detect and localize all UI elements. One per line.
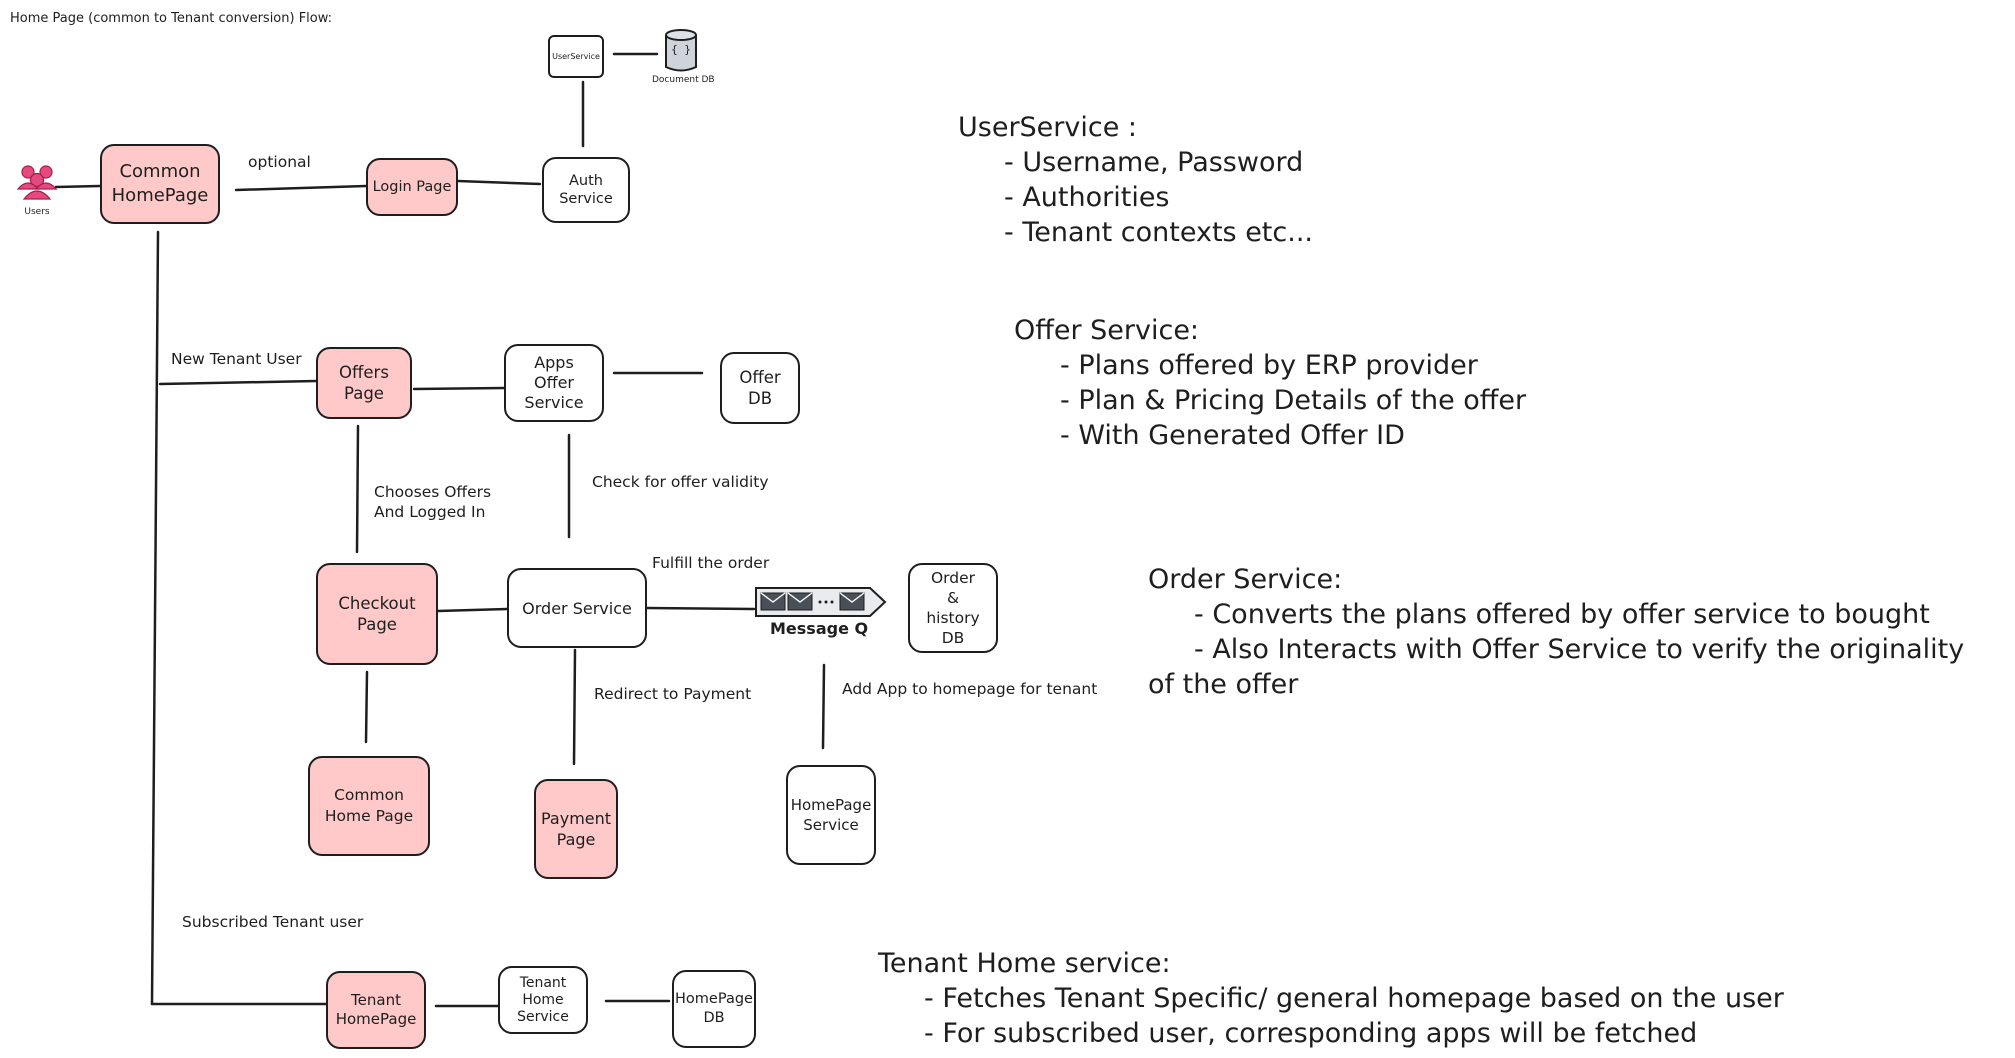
- diagram-title: Home Page (common to Tenant conversion) …: [10, 11, 333, 26]
- note-tenant-home-service-item: - Fetches Tenant Specific/ general homep…: [924, 983, 1784, 1014]
- edge-label-add-app: Add App to homepage for tenant: [842, 680, 1098, 698]
- edge-queue-homepageservice: [821, 663, 826, 750]
- edge-label-check-validity: Check for offer validity: [592, 473, 769, 491]
- note-order-service: Order Service: - Converts the plans offe…: [1148, 562, 1964, 702]
- offer-db-node[interactable]: Offer DB: [720, 352, 800, 424]
- note-user-service-item: - Authorities: [1004, 182, 1170, 213]
- order-history-db-node[interactable]: Order & history DB: [908, 563, 998, 653]
- note-order-service-item: - Also Interacts with Offer Service to v…: [1194, 634, 1965, 665]
- note-user-service: UserService : - Username, Password - Aut…: [958, 110, 1313, 250]
- message-queue-icon: [754, 584, 888, 620]
- checkout-page-node[interactable]: Checkout Page: [316, 563, 438, 665]
- edge-users-homepage: [54, 184, 102, 189]
- edge-label-optional: optional: [248, 153, 311, 171]
- edge-trunk-offers: [158, 379, 318, 386]
- edge-homepage-login: [234, 184, 368, 192]
- note-user-service-item: - Tenant contexts etc...: [1004, 217, 1313, 248]
- note-user-service-item: - Username, Password: [1004, 147, 1304, 178]
- payment-page-node[interactable]: Payment Page: [534, 779, 618, 879]
- edge-order-queue: [645, 606, 756, 611]
- order-service-node[interactable]: Order Service: [507, 568, 647, 648]
- tenant-homepage-node[interactable]: Tenant HomePage: [326, 971, 426, 1049]
- offers-page-node[interactable]: Offers Page: [316, 347, 412, 419]
- note-order-service-continuation: of the offer: [1148, 669, 1299, 700]
- common-homepage-node[interactable]: Common HomePage: [100, 144, 220, 224]
- tenant-home-service-node[interactable]: Tenant Home Service: [498, 966, 588, 1034]
- userservice-node[interactable]: UserService: [548, 35, 604, 78]
- edge-label-redirect-payment: Redirect to Payment: [594, 685, 752, 703]
- note-order-service-item: - Converts the plans offered by offer se…: [1194, 599, 1930, 630]
- note-tenant-home-service: Tenant Home service: - Fetches Tenant Sp…: [878, 946, 1784, 1051]
- common-home-page-node[interactable]: Common Home Page: [308, 756, 430, 856]
- users-icon: [16, 163, 58, 203]
- edge-offers-checkout: [355, 424, 360, 554]
- edge-label-chooses-offers-1: Chooses Offers: [374, 483, 492, 501]
- note-offer-service-heading: Offer Service:: [1014, 315, 1200, 346]
- edge-offers-appsoffer: [412, 386, 506, 391]
- apps-offer-service-node[interactable]: Apps Offer Service: [504, 344, 604, 422]
- users-label: Users: [24, 207, 50, 217]
- auth-service-node[interactable]: Auth Service: [542, 157, 630, 223]
- edge-label-chooses-offers-2: And Logged In: [374, 503, 486, 521]
- note-user-service-heading: UserService :: [958, 112, 1138, 143]
- note-offer-service-item: - Plans offered by ERP provider: [1060, 350, 1478, 381]
- message-queue-label: Message Q: [770, 619, 869, 638]
- note-order-service-heading: Order Service:: [1148, 564, 1343, 595]
- note-tenant-home-service-heading: Tenant Home service:: [878, 948, 1171, 979]
- edge-order-payment: [572, 648, 577, 766]
- edge-main-trunk: [150, 230, 160, 1006]
- homepage-service-node[interactable]: HomePage Service: [786, 765, 876, 865]
- edge-label-subscribed-tenant: Subscribed Tenant user: [182, 913, 364, 931]
- note-offer-service: Offer Service: - Plans offered by ERP pr…: [1014, 313, 1526, 453]
- document-db-icon: { }: [664, 28, 698, 74]
- document-db-label: Document DB: [652, 75, 715, 85]
- note-tenant-home-service-item: - For subscribed user, corresponding app…: [924, 1018, 1698, 1049]
- edge-checkout-order: [436, 607, 509, 613]
- edge-login-auth: [456, 179, 542, 186]
- note-offer-service-item: - Plan & Pricing Details of the offer: [1060, 385, 1527, 416]
- homepage-db-node[interactable]: HomePage DB: [672, 970, 756, 1048]
- document-db-glyph: { }: [671, 43, 691, 56]
- edge-checkout-commonhome: [364, 670, 369, 744]
- note-offer-service-item: - With Generated Offer ID: [1060, 420, 1405, 451]
- login-page-node[interactable]: Login Page: [366, 158, 458, 216]
- edge-label-fulfill-order: Fulfill the order: [652, 554, 770, 572]
- edge-label-new-tenant-user: New Tenant User: [171, 350, 302, 368]
